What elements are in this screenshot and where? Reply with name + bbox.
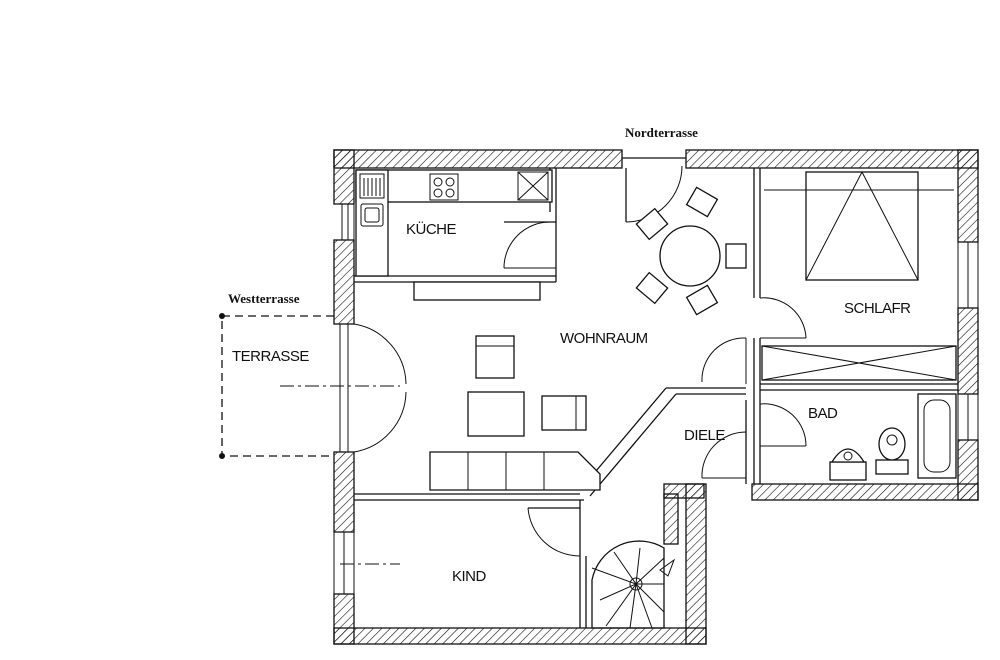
kitchen-counter xyxy=(355,169,553,301)
room-label-diele: DIELE xyxy=(684,427,725,444)
bathroom-furniture xyxy=(829,393,957,481)
room-label-kind: KIND xyxy=(452,568,487,585)
fridge-icon xyxy=(517,171,549,201)
toilet-icon xyxy=(875,427,909,475)
stove-icon xyxy=(429,173,459,201)
room-label-wohnraum: WOHNRAUM xyxy=(560,330,648,347)
bedroom-furniture xyxy=(761,171,957,381)
washbasin-icon xyxy=(829,448,867,481)
label-westterrasse: Westterrasse xyxy=(228,291,300,306)
dining-table xyxy=(635,186,747,316)
room-label-schlafr: SCHLAFR xyxy=(844,300,911,317)
label-nordterrasse: Nordterrasse xyxy=(625,125,698,140)
windows xyxy=(333,203,979,595)
outer-walls xyxy=(333,149,979,645)
interior-walls xyxy=(354,168,958,628)
room-label-terrasse: TERRASSE xyxy=(232,348,309,365)
living-furniture xyxy=(429,335,601,491)
west-terrace-outline xyxy=(219,313,400,565)
sink-icon xyxy=(359,173,385,227)
room-label-kueche: KÜCHE xyxy=(406,220,457,238)
bathtub-icon xyxy=(917,393,957,479)
doors xyxy=(339,157,807,557)
room-label-bad: BAD xyxy=(808,405,838,422)
spiral-staircase-icon xyxy=(591,540,676,629)
